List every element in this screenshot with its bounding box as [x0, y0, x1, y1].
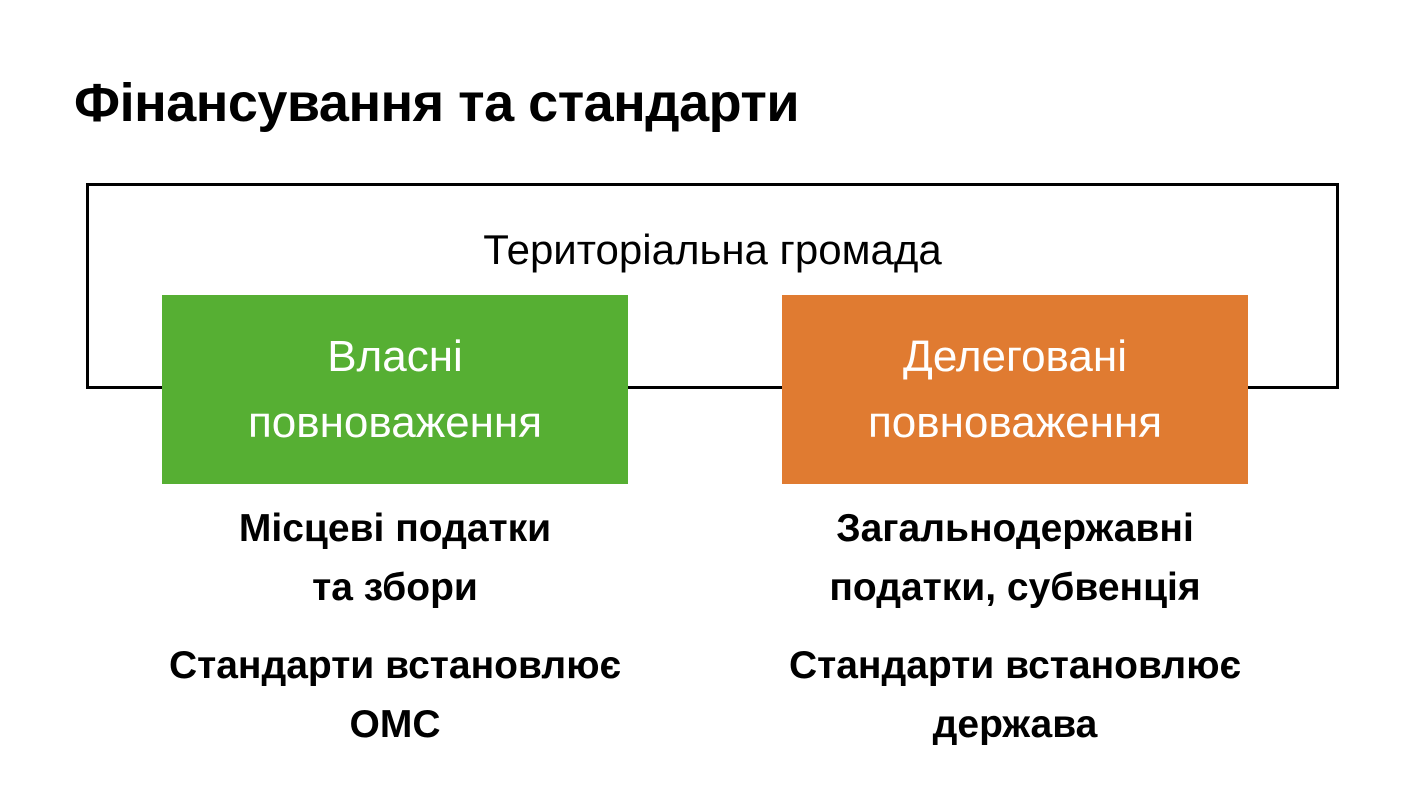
delegated-standards: Стандарти встановлює держава	[705, 636, 1325, 754]
own-powers-box: Власні повноваження	[162, 295, 628, 484]
own-standards: Стандарти встановлює ОМС	[85, 636, 705, 754]
own-standards-line: Стандарти встановлює	[168, 644, 622, 687]
delegated-standards-line: Стандарти встановлює	[788, 644, 1242, 687]
own-powers-line: Власні	[327, 331, 463, 381]
community-label: Територіальна громада	[483, 226, 942, 273]
community-frame: Територіальна громада	[86, 183, 1339, 389]
delegated-powers-line: Делеговані	[903, 331, 1127, 381]
own-funding-line: Місцеві податки	[238, 507, 552, 550]
delegated-funding: Загальнодержавні податки, субвенція	[705, 499, 1325, 617]
delegated-powers-box: Делеговані повноваження	[782, 295, 1248, 484]
own-funding-line: та збори	[312, 566, 478, 609]
own-powers-line: повноваження	[247, 397, 543, 447]
delegated-standards-line: держава	[932, 703, 1098, 746]
slide-title: Фінансування та стандарти	[74, 73, 800, 133]
own-standards-line: ОМС	[349, 703, 441, 746]
delegated-powers-line: повноваження	[867, 397, 1163, 447]
delegated-funding-line: Загальнодержавні	[836, 507, 1194, 550]
own-funding: Місцеві податки та збори	[85, 499, 705, 617]
delegated-funding-line: податки, субвенція	[829, 566, 1201, 609]
